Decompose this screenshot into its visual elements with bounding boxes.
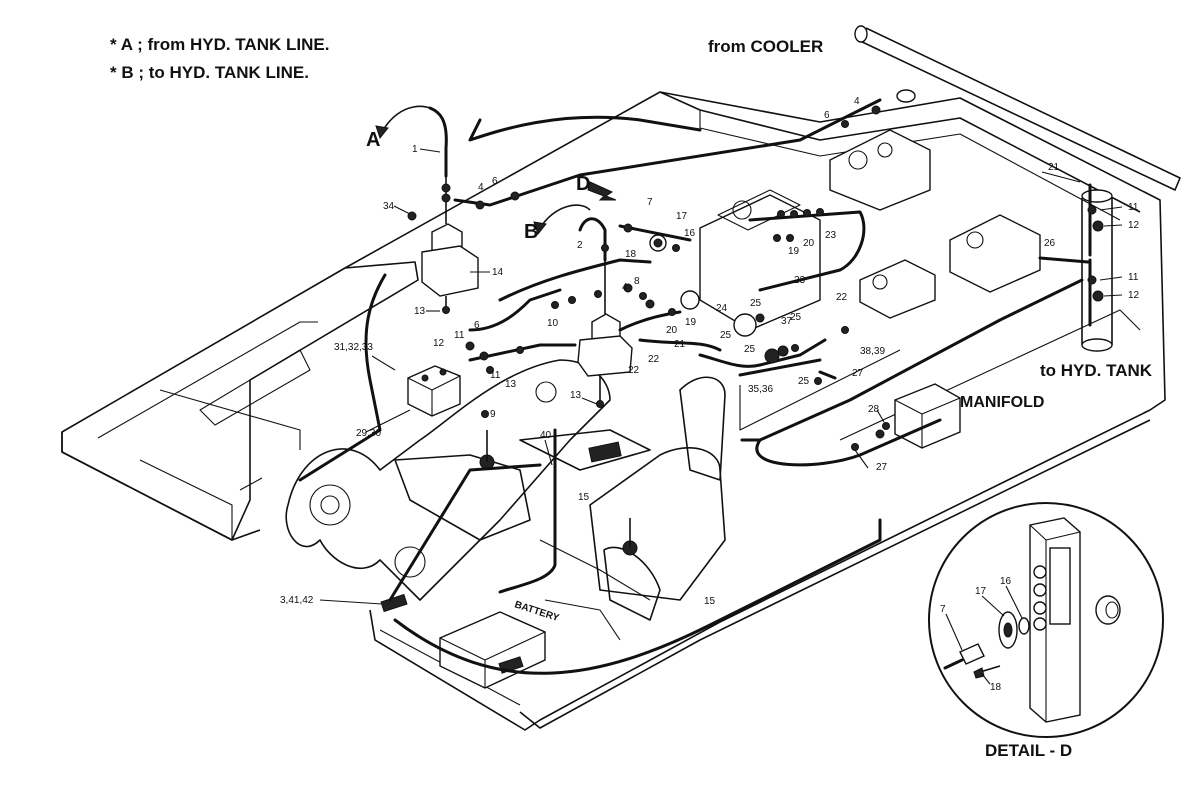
part-number: 8: [634, 276, 640, 287]
part-number: 12: [1128, 220, 1140, 231]
part-number: 2: [577, 240, 583, 251]
part-number: 22: [648, 354, 660, 365]
part-number: 23: [825, 230, 837, 241]
part-number: 19: [788, 246, 800, 257]
detail-part-number: 17: [975, 586, 987, 597]
part-number: 19: [685, 317, 697, 328]
part-number: 13: [414, 306, 426, 317]
part-number: 1: [412, 144, 418, 155]
pilot-valve-center: [577, 260, 633, 408]
detail-part-number: 16: [1000, 576, 1012, 587]
frame-blocks: [699, 129, 1041, 331]
revolving-frame: [344, 91, 1166, 731]
part-number: 7: [647, 197, 653, 208]
part-number: 11: [1128, 202, 1139, 213]
part-number: 11: [1128, 272, 1139, 283]
tag-b: B: [524, 221, 538, 243]
part-number: 6: [492, 176, 498, 187]
part-number: 26: [1044, 238, 1056, 249]
part-number: 9: [490, 409, 496, 420]
manifold-block: [894, 383, 961, 449]
part-number: 4: [622, 282, 628, 293]
detail-part-number: 18: [990, 682, 1002, 693]
part-number: 40: [540, 430, 552, 441]
part-number: 17: [676, 211, 688, 222]
part-number: 22: [628, 365, 640, 376]
part-number: 12: [433, 338, 445, 349]
part-number: 18: [625, 249, 637, 260]
part-number: 22: [836, 292, 848, 303]
part-number: 21: [674, 339, 686, 350]
part-number: 11: [490, 370, 501, 381]
part-number: 15: [704, 596, 716, 607]
battery-area: [380, 539, 651, 689]
detail-part-number: 7: [940, 604, 946, 615]
part-number: 25: [744, 344, 756, 355]
part-number: 3,41,42: [280, 595, 314, 606]
leader-lines: [319, 148, 1123, 605]
part-number: 11: [454, 330, 465, 341]
solenoid-valve: [407, 365, 461, 417]
part-number: 25: [798, 376, 810, 387]
part-number: 31,32,33: [334, 342, 373, 353]
part-number: 20: [803, 238, 815, 249]
label-to-hyd-tank: to HYD. TANK: [1040, 361, 1153, 380]
part-number: 4: [478, 182, 484, 193]
part-number: 6: [824, 110, 830, 121]
part-number: 21: [1048, 162, 1060, 173]
part-number: 37: [781, 316, 793, 327]
note-a: * A ; from HYD. TANK LINE.: [110, 35, 329, 54]
part-number: 29,30: [356, 428, 381, 439]
tag-a: A: [366, 129, 380, 151]
part-number: 20: [666, 325, 678, 336]
part-number: 6: [474, 320, 480, 331]
part-number: 12: [1128, 290, 1140, 301]
fittings: [407, 89, 1104, 451]
part-number: 23: [794, 275, 806, 286]
part-number: 15: [578, 492, 590, 503]
part-number: 10: [547, 318, 559, 329]
part-number: 28: [868, 404, 880, 415]
part-number: 35,36: [748, 384, 773, 395]
part-number: 13: [505, 379, 517, 390]
cooler-pipe: [854, 25, 1181, 191]
track-frame-left: [61, 261, 419, 541]
part-number: 16: [684, 228, 696, 239]
part-number: 34: [383, 201, 395, 212]
tag-d: D: [576, 173, 590, 195]
part-number: 38,39: [860, 346, 885, 357]
part-number: 27: [876, 462, 888, 473]
callout-arrows: [375, 105, 617, 236]
detail-d-inset: 7 17 16 18: [928, 502, 1164, 738]
label-from-cooler: from COOLER: [708, 37, 823, 56]
part-number: 14: [492, 267, 504, 278]
part-number: 13: [570, 390, 582, 401]
label-manifold: MANIFOLD: [960, 394, 1044, 411]
part-number: 25: [720, 330, 732, 341]
part-number: 25: [750, 298, 762, 309]
note-b: * B ; to HYD. TANK LINE.: [110, 63, 309, 82]
detail-d-caption: DETAIL - D: [985, 741, 1072, 760]
part-number: 27: [852, 368, 864, 379]
part-callouts: 1 2 4 4 4 6 6 6 7 8 9 10 11 11 11 11 12 …: [280, 96, 1140, 607]
part-number: 24: [716, 303, 728, 314]
operator-seat: [394, 376, 726, 621]
part-number: 4: [854, 96, 860, 107]
part-number: 25: [790, 312, 802, 323]
pilot-valve-left: [421, 176, 479, 314]
hyd-tank-pipe: [1081, 189, 1113, 352]
